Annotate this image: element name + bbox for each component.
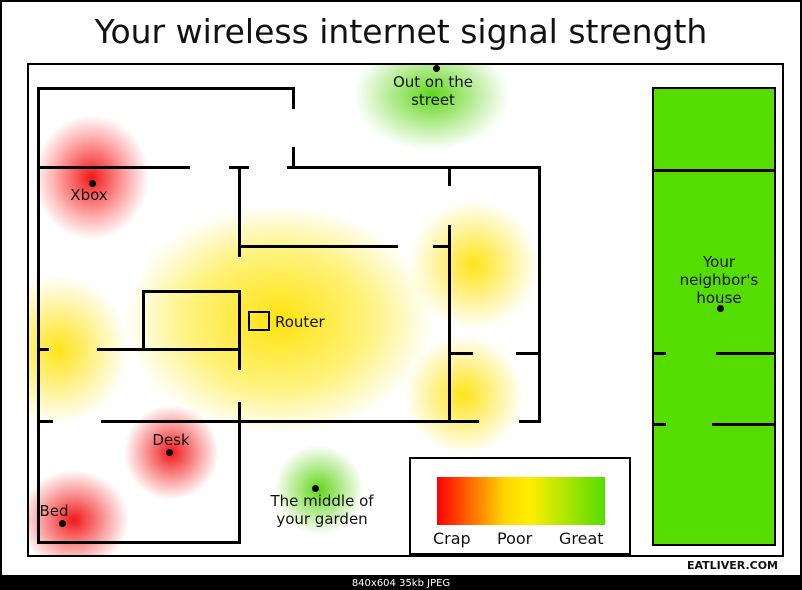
neighbor-label: Your neighbor's house: [679, 253, 759, 307]
signal-glow-right-room-upper: [409, 200, 539, 330]
signal-glow-xbox: [34, 115, 149, 240]
floor-plan: Router Out on the street Xbox Your neigh…: [27, 63, 784, 557]
neighbor-marker: [717, 305, 724, 312]
wall: [37, 87, 294, 90]
signal-glow-garden: [274, 445, 364, 535]
wall: [238, 402, 241, 544]
wall: [101, 420, 479, 423]
street-label: Out on the street: [392, 73, 474, 109]
signal-glow-right-room-lower: [404, 335, 524, 455]
signal-glow-router: [124, 205, 434, 435]
wall: [448, 225, 451, 422]
wall: [654, 423, 666, 426]
wall: [37, 166, 190, 169]
legend-label-poor: Poor: [497, 529, 533, 548]
xbox-label: Xbox: [70, 186, 108, 204]
neighbor-house: [652, 87, 776, 546]
wall: [97, 348, 241, 351]
wall: [238, 245, 398, 248]
wall: [654, 352, 666, 355]
wall: [142, 290, 145, 348]
router-label: Router: [275, 313, 325, 331]
wall: [538, 166, 541, 422]
wall: [433, 245, 451, 248]
desk-label: Desk: [152, 431, 190, 449]
credit-text: EATLIVER.COM: [686, 559, 778, 572]
page-title: Your wireless internet signal strength: [94, 12, 708, 51]
wall: [287, 166, 540, 169]
wall: [238, 290, 241, 370]
street-marker: [433, 65, 440, 72]
wall: [516, 352, 541, 355]
router-icon: [248, 311, 270, 331]
signal-glow-street: [354, 65, 509, 150]
wall: [238, 166, 241, 257]
wall: [37, 348, 49, 351]
legend: Crap Poor Great: [409, 457, 631, 555]
wall: [37, 420, 53, 423]
wall: [142, 290, 239, 293]
image-frame: Your wireless internet signal strength: [0, 0, 802, 577]
legend-label-crap: Crap: [433, 529, 471, 548]
bed-label: Bed: [39, 502, 69, 520]
wall: [37, 541, 241, 544]
signal-gradient-bar: [437, 477, 605, 525]
wall: [716, 352, 774, 355]
wall: [292, 147, 295, 169]
wall: [448, 352, 473, 355]
desk-marker: [166, 449, 173, 456]
wall: [37, 87, 40, 544]
signal-glow-bed: [29, 470, 129, 555]
legend-label-great: Great: [559, 529, 604, 548]
garden-marker: [312, 485, 319, 492]
image-info-bar: 840x604 35kb JPEG: [0, 577, 802, 590]
xbox-marker: [89, 180, 96, 187]
wall: [712, 423, 774, 426]
wall: [448, 166, 451, 186]
garden-label: The middle of your garden: [270, 492, 374, 528]
wall: [292, 87, 295, 109]
wall: [519, 420, 541, 423]
wall: [654, 169, 774, 172]
bed-marker: [59, 520, 66, 527]
